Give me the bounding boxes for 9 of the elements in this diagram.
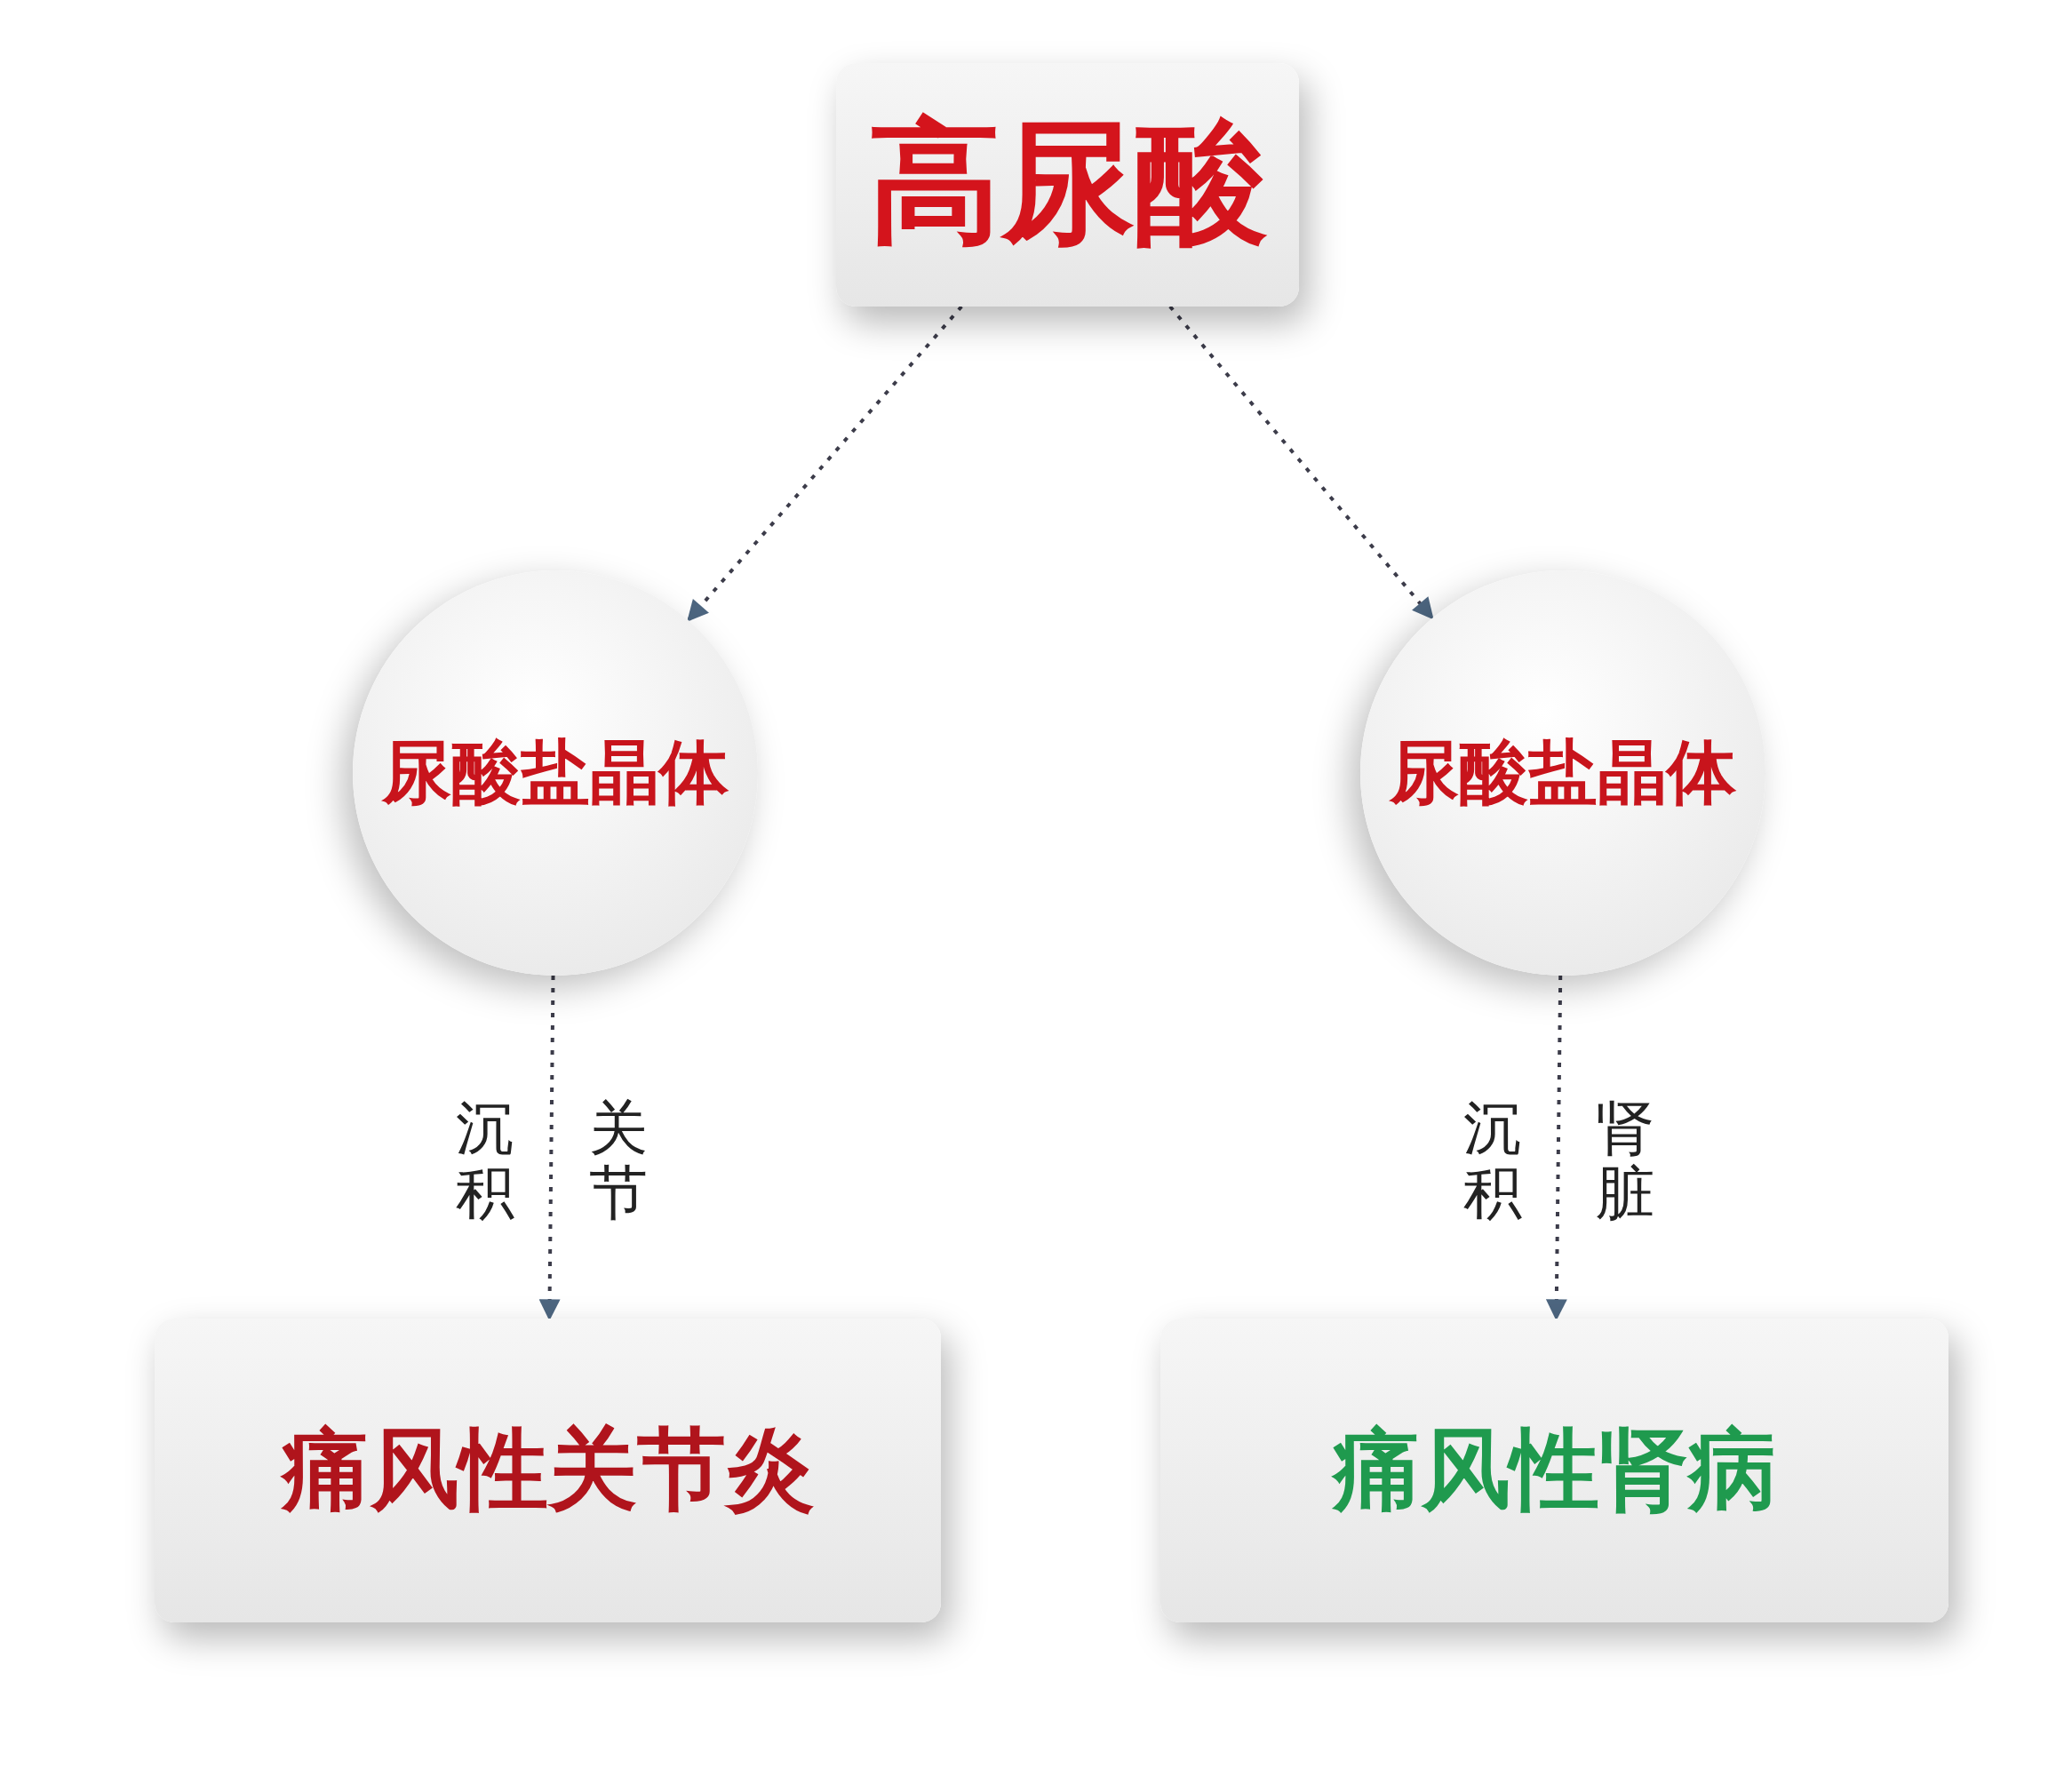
arrow bbox=[538, 975, 561, 1321]
title-box: 高尿酸 bbox=[836, 63, 1299, 307]
arrow bbox=[687, 305, 963, 622]
result-box: 痛风性肾病 bbox=[1160, 1319, 1948, 1622]
arrow bbox=[1545, 975, 1567, 1321]
result-box: 痛风性关节炎 bbox=[155, 1319, 941, 1622]
circle-node: 尿酸盐晶体 bbox=[1360, 570, 1765, 976]
arrow bbox=[1168, 305, 1434, 620]
circle-node: 尿酸盐晶体 bbox=[353, 570, 758, 976]
